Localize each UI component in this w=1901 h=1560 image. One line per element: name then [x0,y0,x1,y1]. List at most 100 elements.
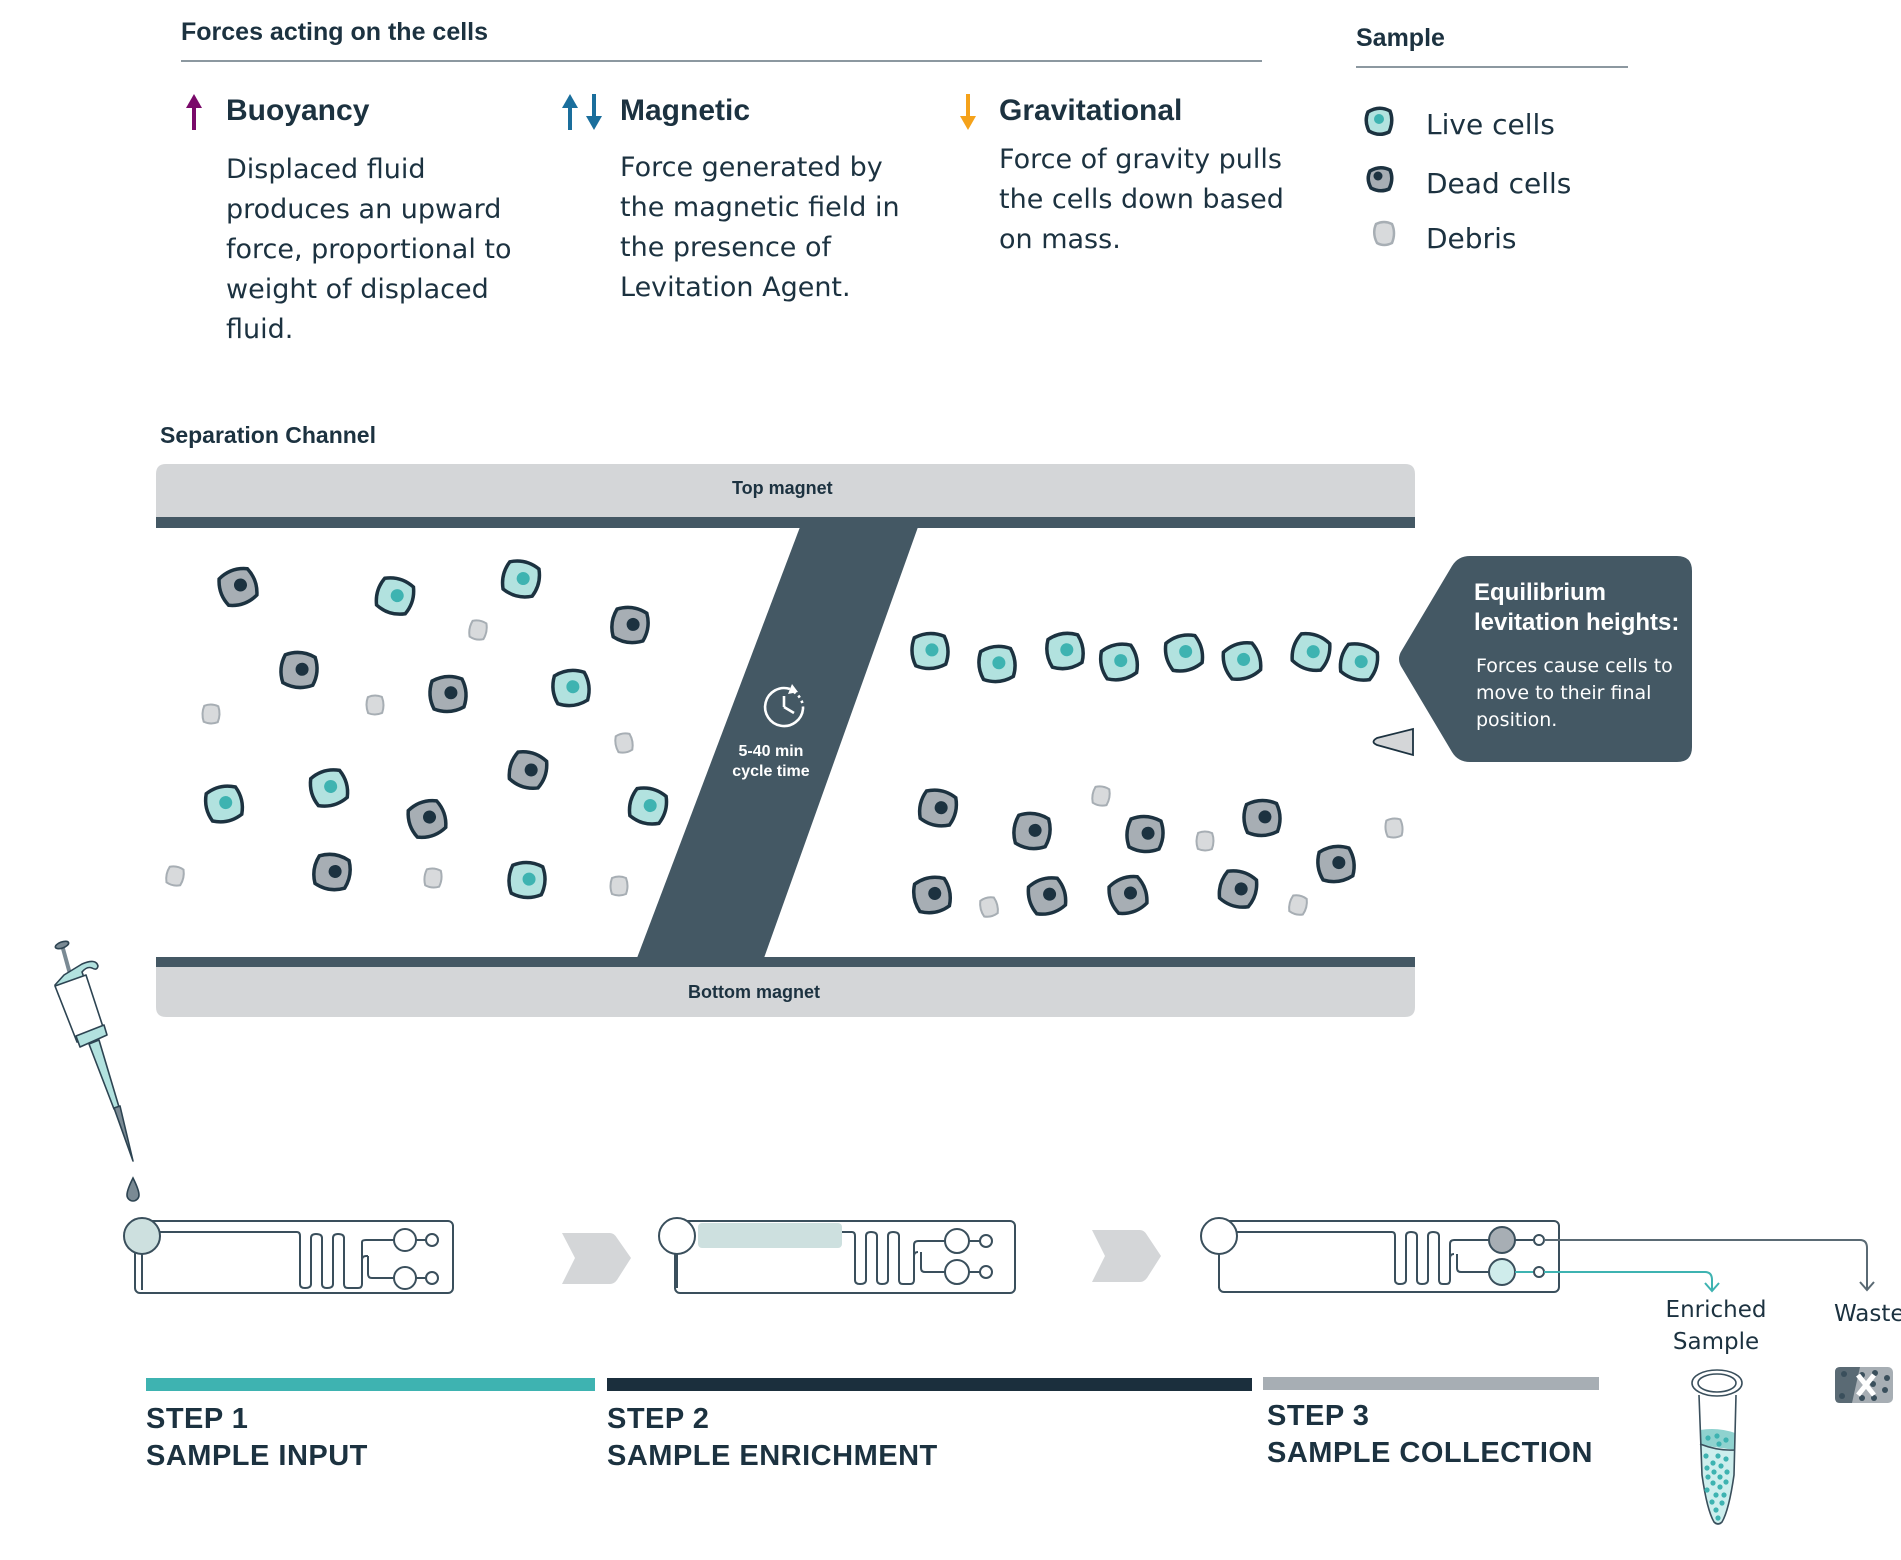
debris-particle [1091,785,1111,807]
magnetic-arrows-icon [562,94,602,130]
magnetic-description: Force generated by the magnetic field in… [620,152,900,303]
dead-cell [279,650,319,690]
tube-cell-dot [1715,1453,1721,1459]
live-cell [500,559,542,599]
tube-cell-dot [1724,1469,1730,1475]
dead-cell [312,852,352,892]
dead-cell [1026,876,1068,916]
tube-cell-dot [1710,1480,1716,1486]
tube-cell-dots [1703,1433,1730,1521]
tube-cell-dot [1709,1499,1715,1505]
tube-cell-dot [1705,1435,1711,1441]
forces-divider [181,60,1262,62]
live-cell [1163,633,1205,673]
chevron-arrow-2 [1092,1230,1161,1282]
forces-title: Forces acting on the cells [181,18,489,46]
dead-cell [1107,874,1149,916]
gravitational-title: Gravitational [999,94,1183,127]
step-1-name: SAMPLE INPUT [146,1440,368,1472]
callout-box [1399,556,1692,762]
callout-title: Equilibrium levitation heights: [1474,579,1680,636]
tube-cell-dot [1716,1441,1722,1447]
callout-body: Forces cause cells to move to their fina… [1476,655,1673,731]
live-cell [1098,642,1140,682]
tube-cell-dot [1718,1463,1724,1469]
step-3-number: STEP 3 [1267,1400,1370,1432]
step-2-number: STEP 2 [607,1403,710,1435]
debris-particle [423,867,443,889]
tube-cell-dot [1717,1474,1723,1480]
tube-cell-dot [1713,1507,1719,1513]
callout-pointer-cone [1372,727,1414,757]
debris-particle [365,694,385,716]
tube-cell-dot [1714,1433,1720,1439]
live-cell [1290,631,1332,673]
live-cell [1045,631,1085,671]
live-cell [1338,642,1380,682]
live-cell [551,668,591,708]
channel-title: Separation Channel [160,422,376,448]
sample-legend-title: Sample [1356,24,1445,52]
chevron-arrow-1 [562,1233,631,1284]
live-cell [203,784,245,824]
bottom-magnet [156,967,1415,1017]
tube-cell-dot [1711,1469,1717,1475]
dead-cell [917,788,959,828]
dead-cell [428,674,468,714]
dead-cell [911,875,953,915]
step-2-bar [607,1378,1252,1391]
gravity-arrow-icon [960,94,976,130]
debris-particle [165,865,185,887]
tube-cell-dot [1723,1479,1729,1485]
dead-cell [1012,811,1052,851]
dead-cell [217,566,259,608]
enriched-route-line [1544,1271,1713,1290]
legend-label-live: Live cells [1426,108,1555,141]
tube-cell-dot [1719,1500,1725,1506]
dead-cell [610,605,650,645]
dead-cell-legend-icon [1366,166,1394,193]
waste-bin-icon [1835,1367,1893,1403]
gravitational-description: Force of gravity pulls the cells down ba… [999,144,1284,255]
dead-cell [1125,814,1165,854]
tube-cell-dot [1704,1465,1710,1471]
buoyancy-arrow-icon [186,94,202,130]
debris-particle [201,703,221,725]
debris-particle [1288,894,1308,916]
pipette-icon [54,940,134,1162]
waste-label: Waste [1834,1301,1901,1327]
tube-cell-dot [1721,1492,1727,1498]
tube-cell-dot [1717,1484,1723,1490]
tube-cell-dot [1715,1515,1721,1521]
live-cell [977,644,1017,684]
bottom-channel-wall [156,957,1415,968]
cycle-time-label: 5-40 min cycle time [732,743,810,780]
top-magnet [156,464,1415,518]
tube-cell-dot [1723,1456,1729,1462]
top-magnet-label: Top magnet [732,478,833,498]
dead-cell [1316,844,1356,884]
dead-cell [507,750,549,790]
live-cell [308,768,350,808]
step-1-bar [146,1378,595,1391]
step-3-name: SAMPLE COLLECTION [1267,1437,1593,1469]
debris-particle [1384,817,1404,839]
live-cell [507,860,547,900]
step-1-number: STEP 1 [146,1403,249,1435]
debris-legend-icon [1373,220,1396,247]
top-channel-wall [156,517,1415,528]
droplet-icon [126,1176,140,1202]
dead-cell [1242,798,1282,838]
tube-cell-dot [1703,1453,1709,1459]
live-cell [374,576,416,616]
debris-particle [468,619,488,641]
tube-cell-dot [1705,1474,1711,1480]
enriched-sample-label: Enriched Sample [1665,1297,1767,1355]
chip-step-2 [658,1217,1016,1294]
step-2-name: SAMPLE ENRICHMENT [607,1440,938,1472]
debris-particle [614,732,634,754]
live-cell-legend-icon [1364,106,1394,136]
tube-cell-dot [1704,1487,1710,1493]
buoyancy-description: Displaced fluid produces an upward force… [226,154,512,345]
debris-particle [979,896,999,918]
